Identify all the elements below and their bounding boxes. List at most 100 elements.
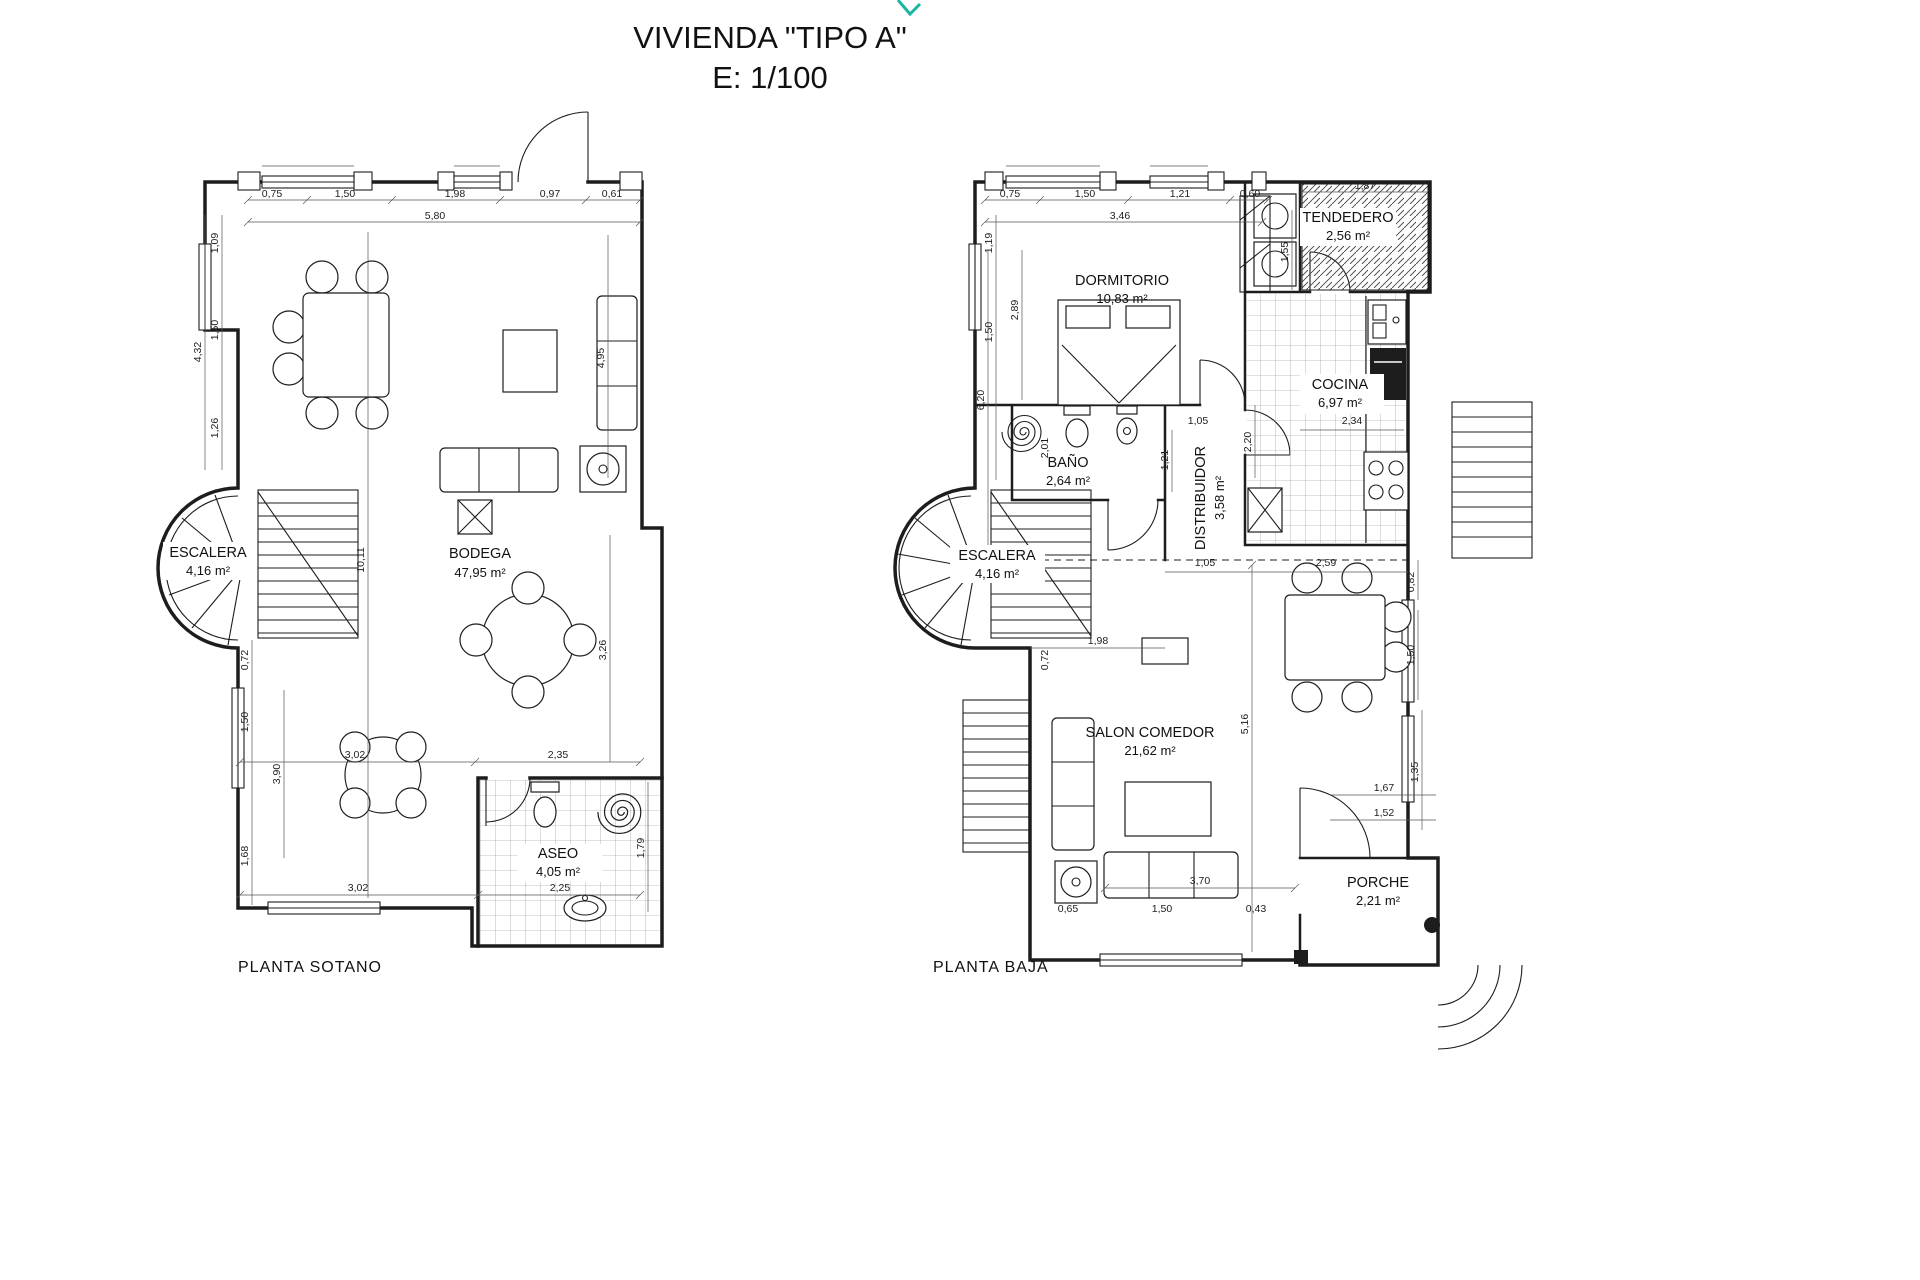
room-bano xyxy=(1001,405,1138,453)
dishwasher xyxy=(1247,487,1283,533)
dim-label: 10,11 xyxy=(355,547,367,573)
drawing-scale: E: 1/100 xyxy=(712,60,827,95)
wall-piers xyxy=(237,165,643,191)
room-label-escalera: ESCALERA xyxy=(958,548,1036,564)
wall-piers xyxy=(984,165,1267,191)
toilet xyxy=(530,781,560,828)
room-salon xyxy=(1051,562,1412,904)
room-area-dormitorio: 10,83 m² xyxy=(1096,291,1148,306)
round-table-center xyxy=(459,571,597,709)
room-label-distribuidor: DISTRIBUIDOR xyxy=(1193,446,1209,550)
dim-label: 0,60 xyxy=(1240,188,1261,200)
label-bg xyxy=(163,542,255,580)
dim-label: 3,02 xyxy=(345,749,366,761)
dim-label: 0,61 xyxy=(602,188,623,200)
dim-label: 1,67 xyxy=(1374,782,1395,794)
shower-spiral xyxy=(1001,414,1042,453)
dim-label: 2,25 xyxy=(550,882,571,894)
dim-label: 3,26 xyxy=(597,640,609,661)
room-area-tendedero: 2,56 m² xyxy=(1326,228,1371,243)
plan-label-sotano: PLANTA SOTANO xyxy=(238,959,382,976)
dimension-lines xyxy=(204,195,649,912)
tv-unit xyxy=(1141,637,1189,665)
dim-label: 1,50 xyxy=(1075,188,1096,200)
dim-label: 0,72 xyxy=(239,650,251,671)
room-label-tendedero: TENDEDERO xyxy=(1302,210,1393,226)
toilet xyxy=(1063,405,1091,448)
sofa-vertical xyxy=(1051,717,1095,851)
dim-label: 1,52 xyxy=(1374,807,1395,819)
sofa-horizontal xyxy=(1103,851,1239,899)
dim-label: 2,01 xyxy=(1039,438,1051,459)
title-block: VIVIENDA "TIPO A" E: 1/100 xyxy=(633,0,922,95)
dim-label: 0,75 xyxy=(262,188,283,200)
dim-label: 2,89 xyxy=(1009,300,1021,321)
room-area-cocina: 6,97 m² xyxy=(1318,395,1363,410)
dim-label: 1,21 xyxy=(1159,450,1171,471)
label-bg xyxy=(1300,208,1396,246)
dim-label: 2,35 xyxy=(548,749,569,761)
dim-label: 6,20 xyxy=(975,390,987,411)
dim-label: 4,32 xyxy=(192,342,204,363)
dim-label: 1,79 xyxy=(635,838,647,859)
label-bg xyxy=(950,545,1045,583)
side-table xyxy=(1054,860,1098,904)
washbasin xyxy=(563,894,607,922)
room-label-cocina: COCINA xyxy=(1312,377,1369,393)
exterior-steps-left xyxy=(962,699,1030,853)
dim-label: 4,95 xyxy=(595,348,607,369)
dim-label: 1,50 xyxy=(1405,645,1417,666)
bidet xyxy=(1116,405,1138,445)
room-label-salon: SALON COMEDOR xyxy=(1086,725,1215,741)
dim-label: 0,82 xyxy=(1405,572,1417,593)
dining-table xyxy=(1284,562,1412,713)
round-table-lower xyxy=(339,731,427,819)
plan-sotano: 0,75 1,50 1,98 0,97 0,61 5,80 1,09 1,50 … xyxy=(156,111,664,976)
dim-label: 0,97 xyxy=(540,188,561,200)
dim-label: 3,70 xyxy=(1190,875,1211,887)
room-cocina xyxy=(1247,294,1409,543)
exterior-steps-right xyxy=(1451,401,1533,559)
accent-mark xyxy=(896,0,922,17)
dim-label: 1,26 xyxy=(209,418,221,439)
room-label-escalera: ESCALERA xyxy=(169,545,247,561)
room-area-escalera: 4,16 m² xyxy=(975,566,1020,581)
dim-label: 3,02 xyxy=(348,882,369,894)
dim-label: 1,50 xyxy=(983,322,995,343)
kitchen-sink xyxy=(1367,299,1407,345)
entrance-door xyxy=(517,111,589,183)
bed xyxy=(1057,299,1181,406)
label-bg xyxy=(518,844,602,882)
dining-table-rect xyxy=(272,260,390,430)
dim-label: 1,19 xyxy=(983,233,995,254)
dim-label: 1,50 xyxy=(1152,903,1173,915)
dashed-boundary xyxy=(1030,500,1408,561)
dim-label: 1,09 xyxy=(209,233,221,254)
stove xyxy=(1363,451,1409,511)
dim-label: 5,80 xyxy=(425,210,446,222)
room-label-porche: PORCHE xyxy=(1347,875,1409,891)
room-area-porche: 2,21 m² xyxy=(1356,893,1401,908)
dim-label: 1,50 xyxy=(209,320,221,341)
room-label-bodega: BODEGA xyxy=(449,546,511,562)
dim-label: 1,87 xyxy=(1355,180,1376,192)
room-label-bano: BAÑO xyxy=(1047,454,1088,471)
dim-label: 0,43 xyxy=(1246,903,1267,915)
dimension-lines xyxy=(980,191,1436,952)
dim-label: 1,50 xyxy=(239,712,251,733)
curved-steps xyxy=(1437,964,1523,1050)
room-area-bano: 2,64 m² xyxy=(1046,473,1091,488)
dim-label: 2,20 xyxy=(1242,432,1254,453)
dim-label: 1,98 xyxy=(445,188,466,200)
dim-label: 1,98 xyxy=(1088,635,1109,647)
dim-label: 5,16 xyxy=(1239,714,1251,735)
room-label-dormitorio: DORMITORIO xyxy=(1075,273,1169,289)
plan-baja: 0,75 1,50 1,21 0,60 3,46 1,87 1,19 2,89 … xyxy=(893,165,1533,1050)
dim-label: 3,46 xyxy=(1110,210,1131,222)
room-area-salon: 21,62 m² xyxy=(1124,743,1176,758)
room-area-bodega: 47,95 m² xyxy=(454,565,506,580)
label-bg xyxy=(1300,374,1384,414)
dim-label: 0,65 xyxy=(1058,903,1079,915)
